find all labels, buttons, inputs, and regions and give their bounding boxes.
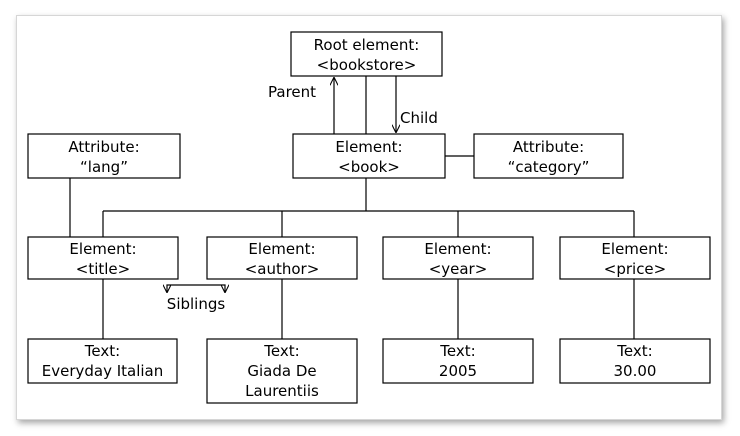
year-element-node: Element: <year> xyxy=(382,236,534,280)
attribute-category-node: Attribute: “category” xyxy=(473,133,624,179)
diagram-frame: Root element: <bookstore> Parent Child E… xyxy=(16,15,722,420)
book-element-node: Element: <book> xyxy=(292,133,446,179)
child-label: Child xyxy=(400,109,438,127)
lang-node-line1: Attribute: xyxy=(68,138,139,156)
price-node-line2: <price> xyxy=(604,260,666,278)
year-text-line1: Text: xyxy=(439,342,475,360)
attribute-lang-node: Attribute: “lang” xyxy=(27,133,181,179)
author-text-node: Text: Giada De Laurentiis xyxy=(206,338,358,404)
category-node-line2: “category” xyxy=(508,158,590,176)
year-text-line2: 2005 xyxy=(439,362,477,380)
price-text-line1: Text: xyxy=(616,342,652,360)
year-text-node: Text: 2005 xyxy=(382,338,534,384)
author-text-line2: Giada De xyxy=(247,362,316,380)
title-text-node: Text: Everyday Italian xyxy=(27,338,178,384)
siblings-label: Siblings xyxy=(167,295,226,313)
title-text-line1: Text: xyxy=(84,342,120,360)
lang-node-line2: “lang” xyxy=(80,158,128,176)
root-element-node: Root element: <bookstore> xyxy=(290,31,443,77)
root-node-line2: <bookstore> xyxy=(317,56,417,74)
title-element-node: Element: <title> xyxy=(27,236,179,280)
author-node-line1: Element: xyxy=(248,240,315,258)
author-text-line3: Laurentiis xyxy=(245,382,319,400)
price-text-line2: 30.00 xyxy=(614,362,657,380)
author-node-line2: <author> xyxy=(245,260,320,278)
year-node-line1: Element: xyxy=(424,240,491,258)
title-node-line1: Element: xyxy=(69,240,136,258)
title-text-line2: Everyday Italian xyxy=(42,362,164,380)
year-node-line2: <year> xyxy=(429,260,488,278)
price-element-node: Element: <price> xyxy=(559,236,711,280)
book-node-line2: <book> xyxy=(338,158,400,176)
siblings-arrow xyxy=(167,284,225,292)
root-node-line1: Root element: xyxy=(314,36,420,54)
category-node-line1: Attribute: xyxy=(513,138,584,156)
book-node-line1: Element: xyxy=(335,138,402,156)
price-node-line1: Element: xyxy=(601,240,668,258)
xml-dom-tree-diagram: Root element: <bookstore> Parent Child E… xyxy=(27,31,711,404)
title-node-line2: <title> xyxy=(76,260,130,278)
price-text-node: Text: 30.00 xyxy=(559,338,711,384)
author-text-line1: Text: xyxy=(263,342,299,360)
tree-connectors xyxy=(69,76,635,339)
author-element-node: Element: <author> xyxy=(206,236,358,280)
relation-arrows xyxy=(167,76,396,292)
parent-label: Parent xyxy=(268,83,316,101)
